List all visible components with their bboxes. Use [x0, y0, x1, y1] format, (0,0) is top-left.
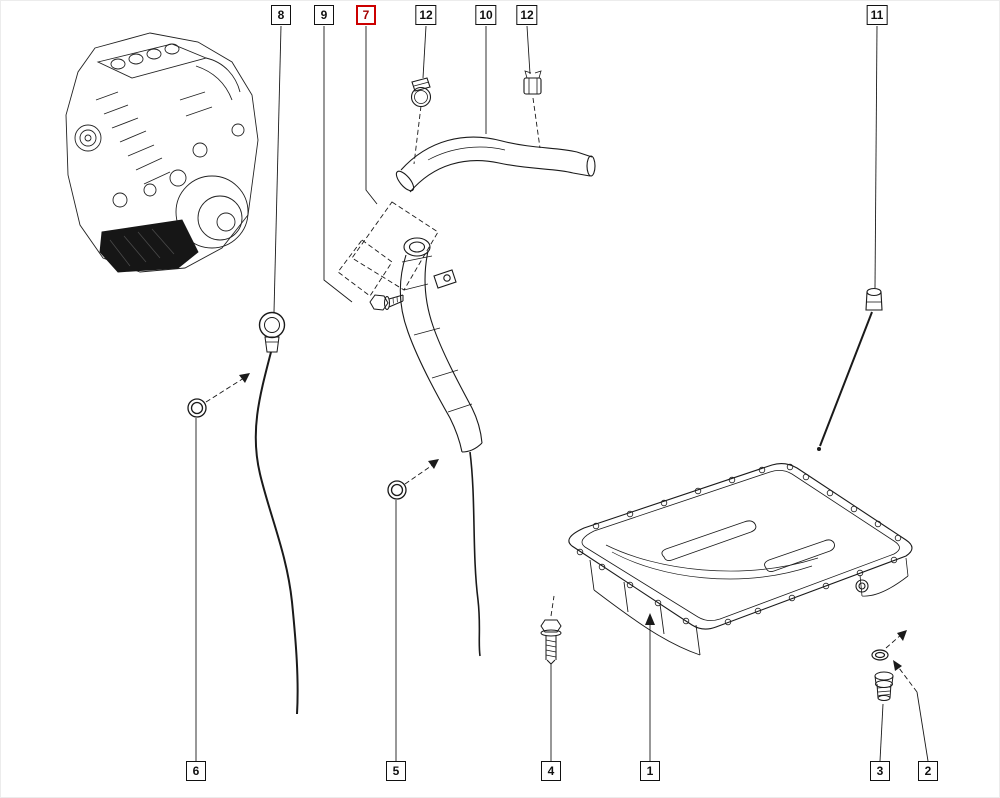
bolt-9-illustration: [369, 294, 404, 311]
callout-box-5[interactable]: 5: [386, 761, 406, 781]
o-ring-6-illustration: [187, 398, 207, 418]
callout-box-7-selected[interactable]: 7: [356, 5, 376, 25]
hose-clamp-right-illustration: [523, 70, 542, 95]
hose-clamp-left-illustration: [410, 77, 432, 108]
arrowheads: [239, 373, 907, 671]
callout-box-8[interactable]: 8: [271, 5, 291, 25]
callout-box-3[interactable]: 3: [870, 761, 890, 781]
drain-plug-illustration: [874, 671, 894, 701]
callout-box-12-left[interactable]: 12: [415, 5, 437, 25]
callout-box-12-right[interactable]: 12: [516, 5, 538, 25]
sump-bolt-illustration: [540, 619, 562, 665]
callout-box-6[interactable]: 6: [186, 761, 206, 781]
breather-hose-illustration: [395, 136, 596, 193]
callout-box-9[interactable]: 9: [314, 5, 334, 25]
dipstick-rod-illustration: [817, 287, 883, 451]
o-ring-5-illustration: [387, 480, 407, 500]
callout-box-10[interactable]: 10: [475, 5, 497, 25]
callout-box-1[interactable]: 1: [640, 761, 660, 781]
callout-box-4[interactable]: 4: [541, 761, 561, 781]
oil-filler-tube-illustration: [399, 237, 483, 657]
engine-illustration: [65, 32, 259, 273]
drain-washer-illustration: [871, 649, 889, 661]
callout-box-11[interactable]: 11: [866, 5, 888, 25]
leader-lines: [195, 25, 929, 762]
oil-pan-illustration: [568, 462, 913, 656]
dashed-guide-lines: [205, 97, 918, 693]
callout-box-2[interactable]: 2: [918, 761, 938, 781]
dipstick-cable-illustration: [254, 311, 299, 715]
